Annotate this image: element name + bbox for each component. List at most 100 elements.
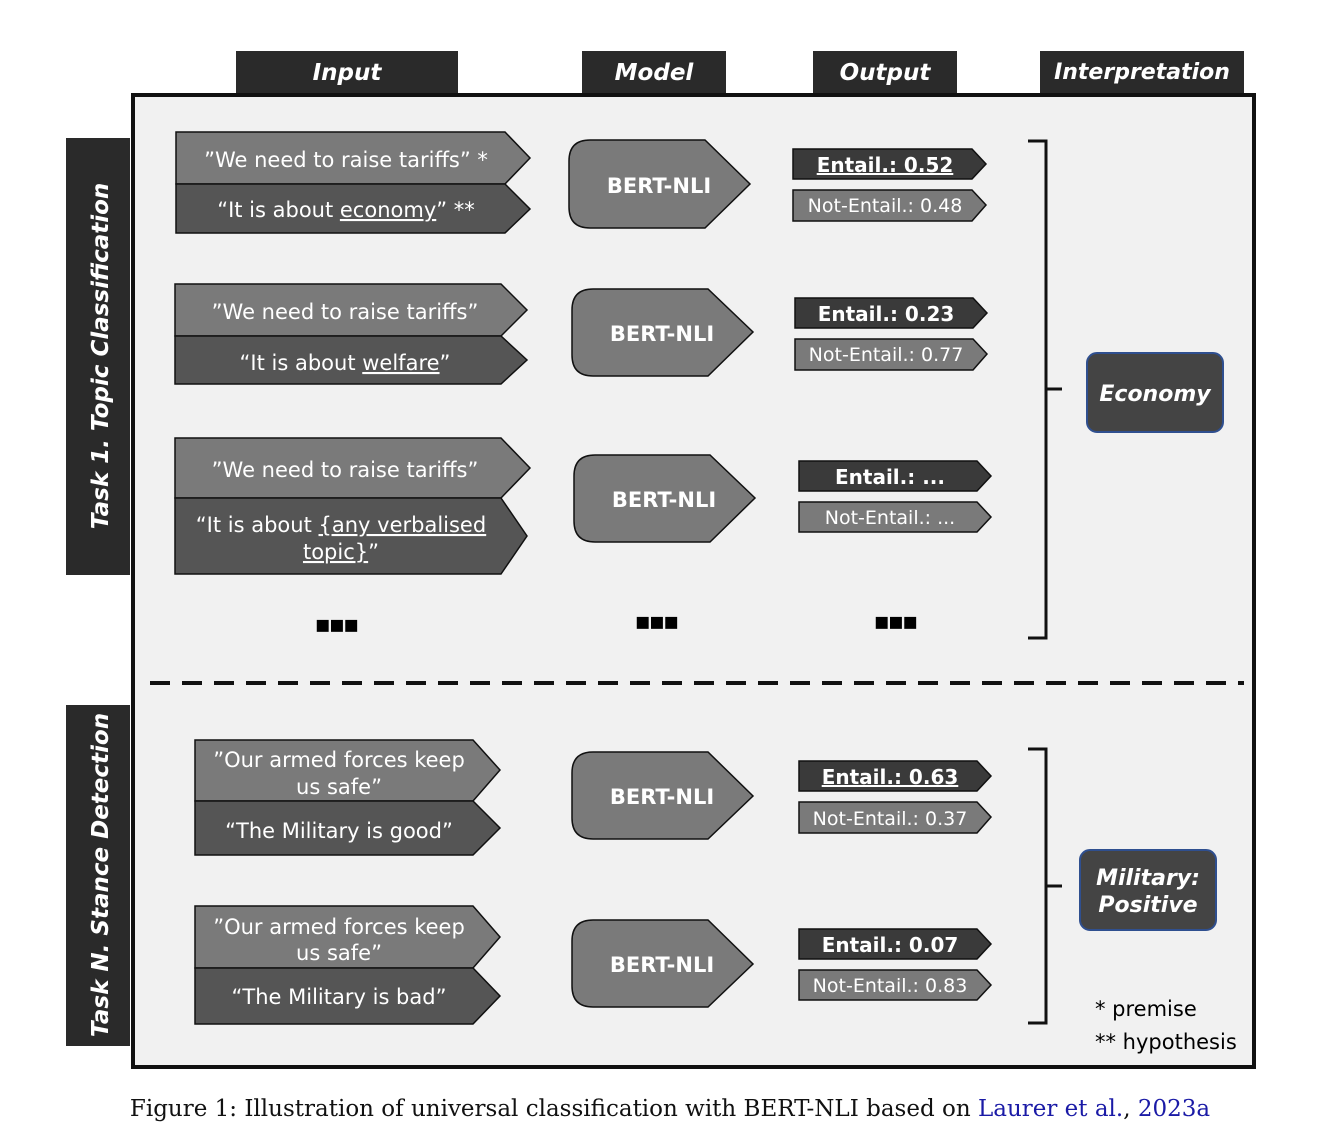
hypothesis-text: “The Military is good”	[225, 819, 453, 843]
hypothesis-box	[194, 967, 502, 1025]
task1-row-3: ”We need to raise tariffs” “It is about …	[174, 437, 993, 575]
premise-text-line2: us safe”	[296, 775, 382, 799]
task1-ellipses: ▪▪▪ ▪▪▪ ▪▪▪	[315, 607, 920, 638]
taskN-label: Task N. Stance Detection	[88, 713, 114, 1037]
entail-text: Entail.: 0.63	[822, 765, 959, 789]
hypothesis-topic: {any verbalised	[319, 513, 487, 537]
legend-hypothesis: ** hypothesis	[1095, 1030, 1237, 1054]
model-box	[571, 919, 755, 1008]
hypothesis-suffix: ”	[368, 540, 379, 564]
model-box	[568, 139, 752, 229]
not-entail-text: Not-Entail.: 0.77	[809, 344, 964, 366]
task1-bracket	[1028, 139, 1062, 640]
entail-text: Entail.: 0.23	[818, 302, 955, 326]
task1-interpretation: Economy	[1099, 382, 1212, 407]
hypothesis-topic: welfare	[362, 351, 439, 375]
hypothesis-box	[174, 497, 528, 575]
entail-text: Entail.: 0.07	[822, 933, 959, 957]
entail-box	[792, 148, 988, 180]
not-entail-box	[798, 801, 993, 834]
model-label: BERT-NLI	[610, 322, 714, 346]
column-headers: Input Model Output Interpretation	[236, 51, 1244, 93]
model-label: BERT-NLI	[607, 174, 711, 198]
entail-text: Entail.: 0.52	[817, 153, 954, 177]
task1-row-2: ”We need to raise tariffs” “It is about …	[174, 283, 989, 385]
model-box	[571, 288, 755, 377]
entail-box	[798, 928, 993, 960]
taskN-interpretation-line2: Positive	[1098, 893, 1197, 918]
premise-text: ”We need to raise tariffs”	[212, 458, 479, 482]
not-entail-box	[792, 189, 988, 222]
premise-text-line2: us safe”	[296, 941, 382, 965]
premise-text: ”We need to raise tariffs”	[212, 300, 479, 324]
not-entail-text: Not-Entail.: 0.37	[813, 808, 968, 830]
model-label: BERT-NLI	[610, 953, 714, 977]
premise-text: ”We need to raise tariffs” *	[204, 148, 488, 172]
header-interpretation-box	[1040, 51, 1244, 93]
model-label: BERT-NLI	[610, 785, 714, 809]
model-box	[573, 454, 757, 543]
header-output: Output	[840, 60, 932, 86]
hypothesis-text: “The Military is bad”	[232, 985, 447, 1009]
premise-box	[194, 905, 501, 969]
taskN-row-2: ”Our armed forces keep us safe” “The Mil…	[194, 905, 993, 1025]
hypothesis-box	[194, 800, 502, 856]
task1-row-1: ”We need to raise tariffs” * “It is abou…	[175, 131, 988, 234]
taskN-side-box	[66, 705, 130, 1046]
hypothesis-topic: economy	[340, 198, 436, 222]
ellipsis-input: ▪▪▪	[315, 610, 359, 638]
not-entail-box	[794, 338, 989, 371]
caption-text: Figure 1: Illustration of universal clas…	[129, 1096, 978, 1122]
not-entail-text: Not-Entail.: 0.83	[813, 975, 968, 997]
not-entail-text: Not-Entail.: 0.48	[808, 195, 963, 217]
hypothesis-prefix: “It is about	[217, 198, 340, 222]
hypothesis-text: “It is about welfare”	[240, 351, 451, 375]
entail-text: Entail.: ...	[835, 465, 945, 489]
hypothesis-box	[175, 183, 532, 234]
premise-text-line1: ”Our armed forces keep	[213, 915, 465, 939]
hypothesis-box	[174, 335, 529, 385]
not-entail-box	[798, 501, 993, 533]
entail-box	[794, 297, 989, 329]
hypothesis-suffix: ”	[440, 351, 451, 375]
taskN-interpretation-line1: Military:	[1096, 866, 1200, 891]
hypothesis-text: “It is about economy” **	[217, 198, 475, 222]
model-label: BERT-NLI	[612, 488, 716, 512]
premise-box	[174, 283, 529, 337]
ellipsis-output: ▪▪▪	[874, 607, 918, 635]
taskN-row-1: ”Our armed forces keep us safe” “The Mil…	[194, 739, 993, 856]
hypothesis-text-line1: “It is about {any verbalised	[196, 513, 486, 537]
hypothesis-text-line2: topic}”	[303, 540, 379, 564]
not-entail-box	[798, 969, 993, 1001]
header-interpretation: Interpretation	[1054, 60, 1230, 85]
legend-premise: * premise	[1095, 997, 1197, 1021]
ellipsis-model: ▪▪▪	[635, 607, 679, 635]
caption-year-link[interactable]: 2023a	[1137, 1096, 1211, 1122]
entail-box	[798, 760, 993, 792]
entail-box	[798, 460, 993, 492]
premise-box	[174, 437, 532, 499]
header-input: Input	[313, 60, 383, 86]
not-entail-text: Not-Entail.: ...	[825, 507, 955, 529]
task1-label: Task 1. Topic Classification	[88, 183, 114, 530]
task1-side-box	[66, 138, 130, 575]
hypothesis-suffix: ” **	[436, 198, 475, 222]
header-model-box	[582, 51, 726, 93]
header-output-box	[813, 51, 957, 93]
hypothesis-prefix: “It is about	[196, 513, 319, 537]
main-panel	[131, 93, 1256, 1069]
premise-box	[175, 131, 532, 185]
header-input-box	[236, 51, 458, 93]
caption-citation-link[interactable]: Laurer et al.	[977, 1096, 1124, 1122]
caption-separator: ,	[1123, 1096, 1138, 1122]
taskN-bracket	[1028, 747, 1062, 1025]
premise-text-line1: ”Our armed forces keep	[213, 748, 465, 772]
task-side-labels: Task 1. Topic Classification Task N. Sta…	[66, 138, 130, 1046]
figure-caption: Figure 1: Illustration of universal clas…	[0, 1096, 1340, 1122]
premise-box	[194, 739, 502, 802]
task1-interpretation-box	[1086, 352, 1224, 433]
diagram: Input Model Output Interpretation Task 1…	[66, 51, 1256, 1069]
model-box	[571, 751, 755, 840]
hypothesis-prefix: “It is about	[240, 351, 363, 375]
hypothesis-topic-cont: topic}	[303, 540, 368, 564]
